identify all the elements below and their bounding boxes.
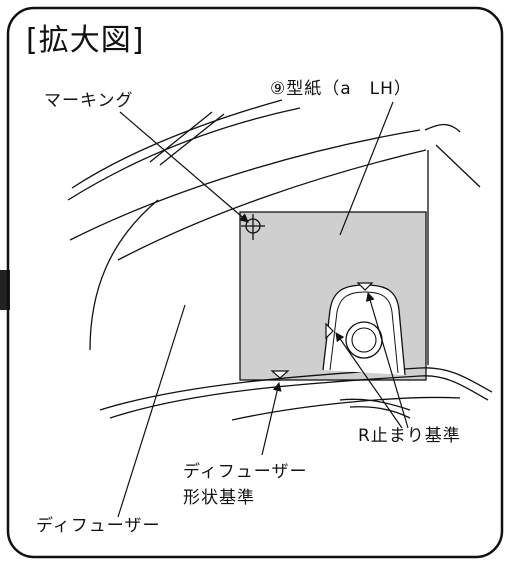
leader-template — [339, 101, 394, 236]
marking-crosshair-icon — [241, 214, 265, 240]
leader-r-ref-1 — [365, 292, 409, 429]
label-r-reference: R止まり基準 — [358, 426, 461, 446]
label-diffuser-shape-line1: ディフューザー — [183, 462, 308, 482]
leader-lines — [117, 101, 409, 518]
shape-ref-triangle — [270, 370, 290, 379]
body-curves — [67, 99, 481, 365]
label-diffuser-shape-line2: 形状基準 — [183, 487, 255, 508]
frame-border — [6, 6, 504, 559]
label-marking: マーキング — [44, 91, 134, 111]
leader-r-ref-2 — [335, 332, 403, 429]
label-diffuser: ディフューザー — [36, 516, 161, 536]
diagram-title: [拡大図] — [26, 23, 145, 58]
diffuser-arch — [322, 284, 406, 376]
arch-hole-outer — [345, 321, 383, 359]
r-ref-triangle-side — [325, 322, 334, 340]
leader-diffuser — [117, 304, 186, 518]
label-template: ⑨型紙（a LH） — [270, 79, 412, 99]
leader-marking — [119, 111, 249, 223]
label-diffuser-shape-reference: ディフューザー 形状基準 — [183, 460, 307, 511]
reference-triangles — [270, 282, 374, 379]
outside-tab — [0, 270, 10, 310]
arch-hole-inner — [351, 327, 377, 353]
r-ref-triangle-top — [356, 282, 374, 291]
leader-shape-ref — [261, 382, 282, 456]
